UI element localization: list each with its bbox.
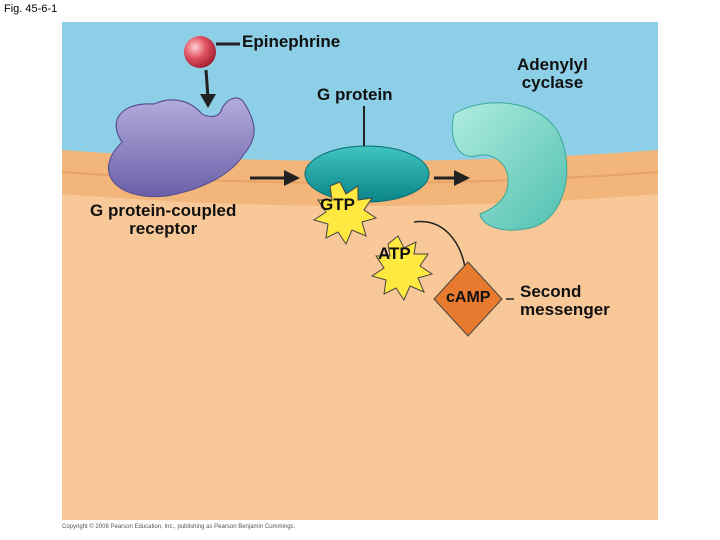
gtp-star <box>312 181 378 246</box>
epinephrine-label: Epinephrine <box>242 32 341 51</box>
adenylyl-cyclase <box>452 102 568 231</box>
second-messenger-label: Second messenger <box>520 283 610 319</box>
g-protein-label: G protein <box>317 85 393 104</box>
camp-label: cAMP <box>446 289 491 306</box>
epinephrine-molecule <box>184 36 216 68</box>
g-protein-coupled-receptor <box>107 97 255 198</box>
atp-to-camp-arrow <box>413 220 467 275</box>
adenylyl-cyclase-label-line1: Adenylyl <box>517 55 588 74</box>
receptor-label: G protein-coupled receptor <box>90 202 236 238</box>
second-messenger-label-line2: messenger <box>520 299 610 319</box>
figure-label: Fig. 45-6-1 <box>4 3 58 15</box>
camp-diamond <box>433 261 503 337</box>
gtp-label: GTP <box>320 195 355 214</box>
adenylyl-cyclase-label: Adenylyl cyclase <box>517 56 588 92</box>
second-messenger-label-line1: Second <box>520 282 582 301</box>
atp-star <box>370 235 434 302</box>
receptor-label-line1: G protein-coupled <box>90 201 237 220</box>
g-protein <box>304 145 430 203</box>
signaling-diagram <box>62 22 658 520</box>
adenylyl-cyclase-label-line2: cyclase <box>521 72 584 92</box>
atp-label: ATP <box>378 244 411 263</box>
copyright-notice: Copyright © 2008 Pearson Education, Inc.… <box>62 524 296 530</box>
receptor-label-line2: receptor <box>129 218 198 238</box>
